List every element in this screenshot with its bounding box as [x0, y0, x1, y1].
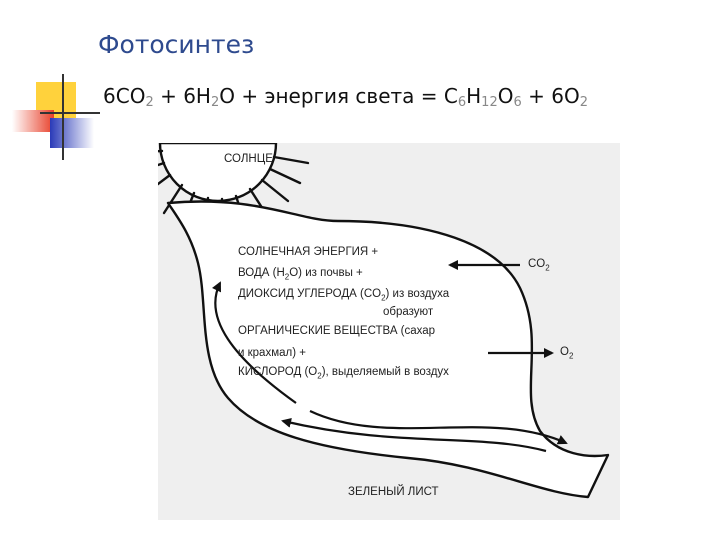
formula-part: + 6O — [521, 84, 580, 108]
o2-sub: 2 — [568, 351, 574, 361]
text-part: КИСЛОРОД (O — [238, 366, 318, 378]
formula-part: O + энергия света = C — [219, 84, 458, 108]
co2-main: CO — [528, 258, 546, 270]
text-part: ВОДА (H — [238, 267, 285, 279]
text-line-2: ВОДА (H2O) из почвы + — [238, 267, 363, 281]
formula-sub: 6 — [457, 95, 467, 110]
o2-main: O — [560, 346, 569, 358]
sun-label: СОЛНЦЕ — [224, 153, 273, 165]
text-sub: 2 — [381, 293, 386, 303]
text-line-4: образуют — [383, 306, 434, 318]
text-part: ДИОКСИД УГЛЕРОДА (CO — [238, 288, 382, 300]
left-upward-arrow — [212, 281, 297, 404]
leaf-label: ЗЕЛЕНЫЙ ЛИСТ — [348, 486, 439, 498]
decor-vertical-line — [62, 74, 64, 160]
formula-sub: 6 — [513, 95, 522, 110]
photosynthesis-formula: 6CO2 + 6H2O + энергия света = C6H12O6 + … — [103, 84, 588, 110]
text-line-7: КИСЛОРОД (O2), выделяемый в воздух — [238, 366, 449, 380]
leaf-diagram-svg — [158, 143, 610, 499]
formula-sub: 12 — [481, 95, 498, 110]
decor-blue-square — [50, 118, 94, 148]
formula-sub: 2 — [579, 95, 588, 110]
text-sub: 2 — [317, 371, 322, 381]
formula-part: + 6H — [153, 84, 211, 108]
decor-horizontal-line — [40, 112, 100, 114]
leaf-outline — [166, 200, 610, 499]
lower-left-arrow — [281, 417, 547, 453]
leaf-diagram: СОЛНЦЕ ЗЕЛЕНЫЙ ЛИСТ CO2 O2 СОЛНЕЧНАЯ ЭНЕ… — [158, 143, 620, 520]
formula-sub: 2 — [210, 95, 220, 110]
text-line-6: и крахмал) + — [238, 347, 306, 359]
o2-label: O2 — [560, 346, 573, 360]
text-line-5: ОРГАНИЧЕСКИЕ ВЕЩЕСТВА (сахар — [238, 325, 436, 337]
decor-red-square — [12, 110, 54, 132]
lower-right-arrow — [309, 410, 568, 445]
formula-sub: 2 — [145, 95, 154, 110]
formula-part: H — [466, 84, 482, 108]
text-line-1: СОЛНЕЧНАЯ ЭНЕРГИЯ + — [238, 246, 379, 258]
text-part: O) из почвы + — [289, 267, 363, 279]
text-sub: 2 — [284, 272, 290, 282]
text-line-3: ДИОКСИД УГЛЕРОДА (CO2) из воздуха — [238, 288, 449, 302]
co2-label: CO2 — [528, 258, 550, 272]
text-part: ) из воздуха — [385, 288, 450, 300]
co2-sub: 2 — [545, 263, 550, 273]
slide-title: Фотосинтез — [98, 30, 255, 59]
formula-part: 6CO — [103, 84, 146, 108]
formula-part: O — [497, 84, 514, 108]
text-part: ), выделяемый в воздух — [321, 366, 449, 378]
